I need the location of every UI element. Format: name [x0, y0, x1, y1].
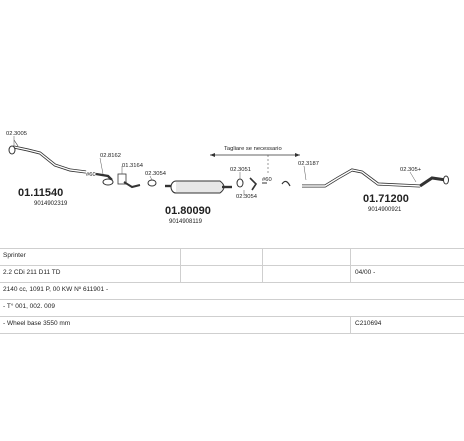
- label-p2-code: 02.8162: [100, 153, 121, 159]
- rear-pipe: [281, 168, 449, 188]
- label-p8-marker: #60: [86, 172, 96, 178]
- model-name: Sprinter: [3, 252, 26, 259]
- label-p5-main: 01.80090: [165, 205, 211, 217]
- exhaust-diagram: 02.3005 01.11540 9014902319 #60 02.8162 …: [6, 131, 449, 225]
- label-p6-code: 02.3051: [230, 167, 251, 173]
- label-p4-code: 02.3054: [145, 171, 167, 177]
- clamp-ring: [147, 179, 157, 187]
- cut-note-arrow: [210, 153, 300, 175]
- table-row-variant: 2.2 CDi 211 D11 TD 04/00 -: [0, 265, 464, 282]
- table-row-engine: 2140 cc, 1091 P, 00 KW Nº 611901 -: [0, 282, 464, 299]
- production-date: 04/00 -: [355, 269, 376, 276]
- label-p5-oem: 9014908119: [169, 219, 203, 225]
- wheelbase: - Wheel base 3550 mm: [3, 320, 71, 327]
- label-p10-code: 02.305+: [400, 167, 422, 173]
- label-cut-note: Tagliare se necessario: [224, 146, 282, 152]
- label-p7-code: 02.3054: [236, 194, 258, 200]
- front-pipe: [8, 139, 87, 174]
- label-p10-oem: 9014900921: [368, 207, 402, 213]
- center-silencer: [165, 180, 232, 194]
- label-p9-code: 02.3187: [298, 161, 319, 167]
- reference-code: C210694: [355, 320, 382, 327]
- model-variant: 2.2 CDi 211 D11 TD: [3, 269, 61, 276]
- clamp-parts: [236, 177, 267, 191]
- table-row-model: Sprinter: [0, 248, 464, 265]
- label-p1-code: 02.3005: [6, 131, 27, 137]
- leader-lines: [13, 136, 417, 196]
- flex-joint: [95, 172, 141, 189]
- body-type: - T° 001, 002. 009: [3, 303, 55, 310]
- engine-spec: 2140 cc, 1091 P, 00 KW Nº 611901 -: [3, 286, 109, 293]
- label-p3-code: 01.3164: [122, 163, 144, 169]
- label-p1-main: 01.11540: [18, 187, 63, 199]
- table-row-wheelbase: - Wheel base 3550 mm C210694: [0, 316, 464, 333]
- table-row-body: - T° 001, 002. 009: [0, 299, 464, 316]
- label-p10-main: 01.71200: [363, 193, 409, 205]
- label-p8-code: #60: [262, 177, 272, 183]
- label-p1-oem: 9014902319: [34, 201, 68, 207]
